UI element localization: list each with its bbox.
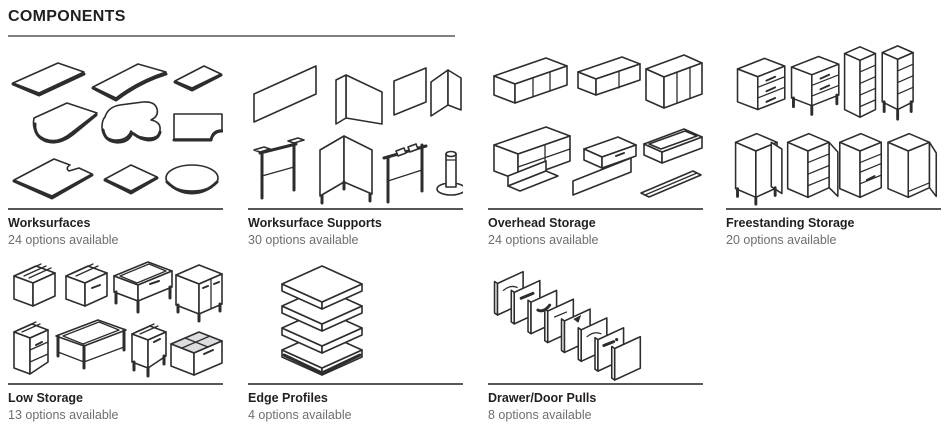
category-low-storage: Low Storage 13 options available xyxy=(8,252,223,422)
worksurfaces-illustration xyxy=(11,62,223,200)
edge-profiles-illustration xyxy=(281,265,363,376)
category-title: Edge Profiles xyxy=(248,391,328,405)
worksurface-supports-illustration xyxy=(253,65,463,205)
worksurfaces-art xyxy=(8,44,223,208)
overhead-storage-illustration xyxy=(493,54,703,198)
category-overhead-storage: Overhead Storage 24 options available xyxy=(488,44,703,247)
category-availability: 4 options available xyxy=(248,408,352,422)
low-storage-illustration xyxy=(13,261,223,378)
category-worksurface-supports: Worksurface Supports 30 options availabl… xyxy=(248,44,463,247)
category-divider xyxy=(248,383,463,385)
category-title: Freestanding Storage xyxy=(726,216,855,230)
category-title: Low Storage xyxy=(8,391,84,405)
edge-profiles-art xyxy=(248,252,463,383)
category-divider xyxy=(488,208,703,210)
category-availability: 8 options available xyxy=(488,408,592,422)
category-divider xyxy=(8,208,223,210)
drawer-door-pulls-art xyxy=(488,252,703,383)
low-storage-art xyxy=(8,252,223,383)
freestanding-storage-art xyxy=(726,44,941,208)
category-title: Worksurfaces xyxy=(8,216,91,230)
category-divider xyxy=(248,208,463,210)
category-worksurfaces: Worksurfaces 24 options available xyxy=(8,44,223,247)
category-availability: 30 options available xyxy=(248,233,359,247)
category-edge-profiles: Edge Profiles 4 options available xyxy=(248,252,463,422)
category-drawer-door-pulls: Drawer/Door Pulls 8 options available xyxy=(488,252,703,422)
category-title: Worksurface Supports xyxy=(248,216,382,230)
category-availability: 24 options available xyxy=(8,233,119,247)
category-availability: 13 options available xyxy=(8,408,119,422)
overhead-storage-art xyxy=(488,44,703,208)
category-title: Overhead Storage xyxy=(488,216,596,230)
category-divider xyxy=(8,383,223,385)
category-availability: 24 options available xyxy=(488,233,599,247)
category-title: Drawer/Door Pulls xyxy=(488,391,597,405)
page-title: COMPONENTS xyxy=(8,8,126,25)
category-freestanding-storage: Freestanding Storage 20 options availabl… xyxy=(726,44,941,247)
freestanding-storage-illustration xyxy=(734,45,938,206)
category-divider xyxy=(488,383,703,385)
drawer-door-pulls-illustration xyxy=(493,270,642,381)
category-availability: 20 options available xyxy=(726,233,837,247)
worksurface-supports-art xyxy=(248,44,463,208)
category-divider xyxy=(726,208,941,210)
title-rule xyxy=(8,35,455,37)
